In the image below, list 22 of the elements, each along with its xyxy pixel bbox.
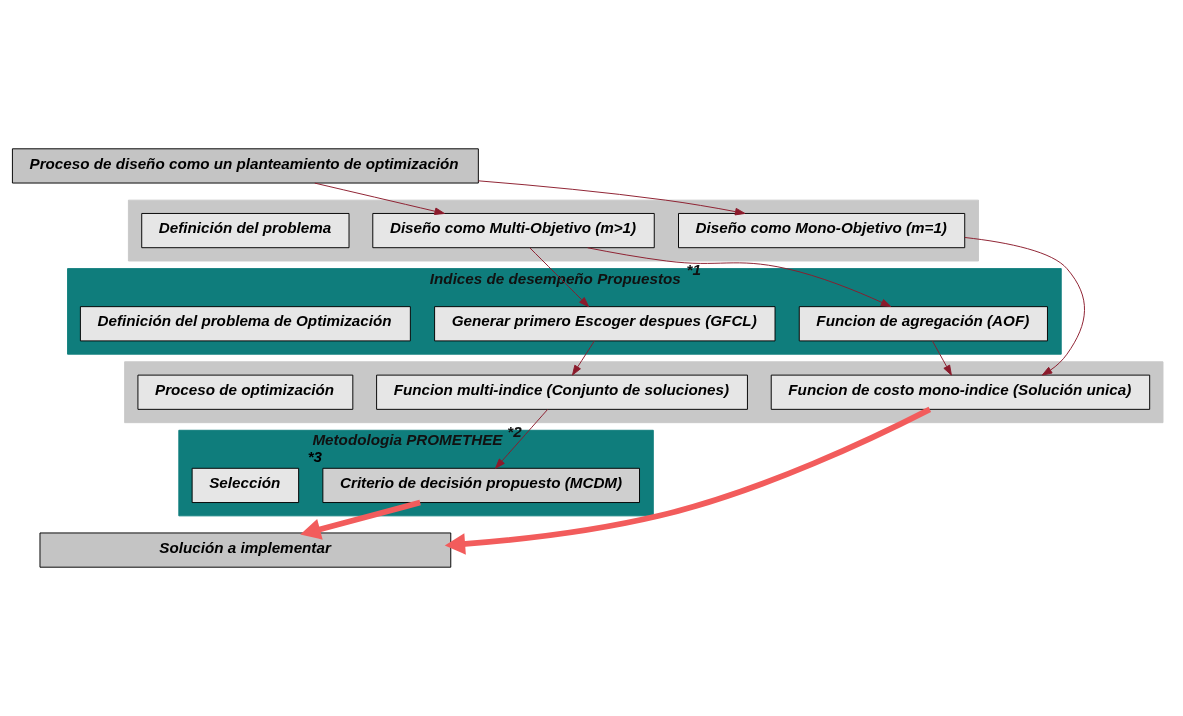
node-box: Generar primero Escoger despues (GFCL) <box>434 306 776 342</box>
node-box: Diseño como Multi-Objetivo (m>1) <box>372 213 655 249</box>
arrow <box>477 180 746 216</box>
node-box: Selección <box>191 467 300 503</box>
node-box: Proceso de diseño como un planteamiento de optimización <box>11 148 479 184</box>
node-box: Criterio de decisión propuesto (MCDM) <box>322 467 640 503</box>
arrow <box>572 340 595 376</box>
node-box: Definición del problema de Optimización <box>79 306 411 342</box>
arrow <box>587 247 892 308</box>
node-box: Proceso de optimización <box>137 374 354 410</box>
node-box: Funcion de costo mono-indice (Solución unica) <box>770 374 1151 410</box>
node-box: Solución a implementar <box>39 532 452 568</box>
node-box: Funcion de agregación (AOF) <box>798 306 1048 342</box>
node-label: *3 <box>307 448 323 466</box>
node-box: Diseño como Mono-Objetivo (m=1) <box>678 213 966 249</box>
arrow <box>964 237 1085 376</box>
node-box: Funcion multi-indice (Conjunto de soluciones) <box>376 374 748 410</box>
cluster <box>127 199 979 262</box>
arrow <box>314 182 445 215</box>
arrow <box>444 406 932 555</box>
node-box: Definición del problema <box>141 213 350 249</box>
arrow <box>932 340 952 376</box>
